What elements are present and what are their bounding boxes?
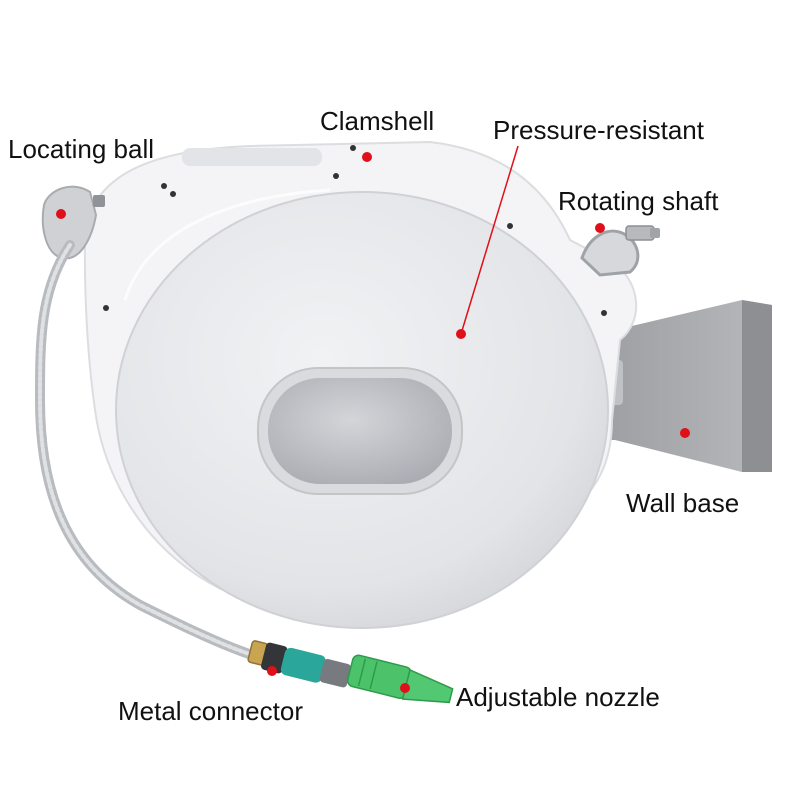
marker-locating-ball	[56, 209, 66, 219]
annotation-markers	[56, 152, 690, 693]
marker-adjustable-nozzle	[400, 683, 410, 693]
label-locating-ball: Locating ball	[8, 134, 154, 164]
marker-clamshell	[362, 152, 372, 162]
locating-ball	[41, 185, 105, 260]
adjustable-nozzle	[346, 654, 454, 704]
hose-braid-texture	[37, 243, 257, 658]
metal-connector	[247, 640, 351, 688]
rotating-shaft	[580, 225, 660, 277]
label-metal-connector: Metal connector	[118, 696, 303, 726]
cover-window	[257, 367, 463, 495]
label-rotating-shaft: Rotating shaft	[558, 186, 719, 216]
label-pressure-resistant: Pressure-resistant	[493, 115, 704, 145]
pressure-resistant-leader-line	[460, 145, 519, 335]
marker-pressure-resistant	[456, 329, 466, 339]
marker-metal-connector	[267, 666, 277, 676]
label-wall-base: Wall base	[626, 488, 740, 518]
marker-wall-base	[680, 428, 690, 438]
label-clamshell: Clamshell	[320, 106, 435, 136]
marker-rotating-shaft	[595, 223, 605, 233]
label-adjustable-nozzle: Adjustable nozzle	[456, 682, 660, 712]
